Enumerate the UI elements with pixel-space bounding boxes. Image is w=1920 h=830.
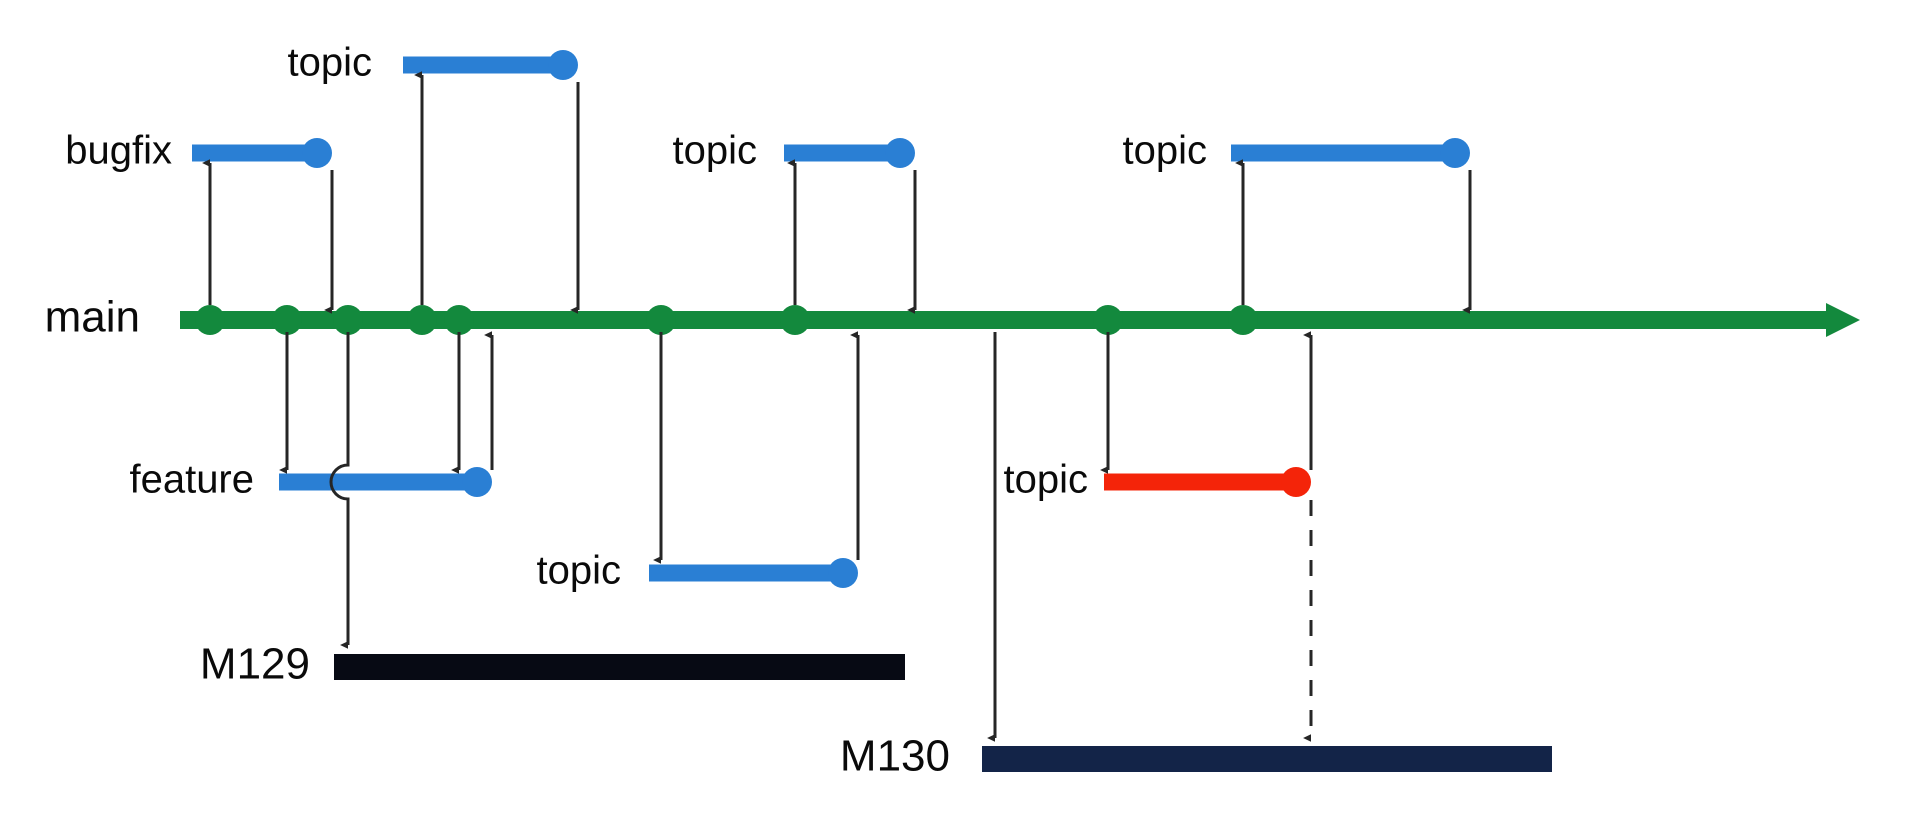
- topic-branch-mid-lower-tip-dot[interactable]: [828, 558, 858, 588]
- topic-branch-red-tip-dot[interactable]: [1281, 467, 1311, 497]
- feature-branch-tip-dot[interactable]: [462, 467, 492, 497]
- topic-branch-right-upper-line: [1231, 144, 1455, 162]
- main-commit-dot[interactable]: [1093, 305, 1123, 335]
- labels-group: main bugfix topic topic topic feature topic top…: [45, 41, 1207, 781]
- topic-branch-red-line: [1104, 473, 1296, 491]
- feature-branch-label: feature: [129, 458, 254, 502]
- arrow-main-to-m129: [329, 332, 350, 649]
- topic-branch-mid-upper-label: topic: [673, 129, 758, 173]
- topic-branch-mid-lower-label: topic: [537, 549, 622, 593]
- topic-branch-mid-lower-line: [649, 564, 843, 582]
- main-commit-dot[interactable]: [333, 305, 363, 335]
- main-commit-dot[interactable]: [444, 305, 474, 335]
- arrows-group: [202, 71, 1472, 742]
- milestone-m129-label: M129: [200, 640, 310, 689]
- topic-branch-top-label: topic: [288, 41, 373, 85]
- topic-branch-mid-upper-tip-dot[interactable]: [885, 138, 915, 168]
- main-commit-dot[interactable]: [1228, 305, 1258, 335]
- milestone-m130-bar: [982, 746, 1552, 772]
- bugfix-branch-tip-dot[interactable]: [302, 138, 332, 168]
- main-commit-dot[interactable]: [646, 305, 676, 335]
- milestone-m130-label: M130: [840, 732, 950, 781]
- branches-group: [192, 50, 1470, 588]
- feature-branch-line: [279, 473, 477, 491]
- main-branch-group: [180, 303, 1860, 337]
- main-branch-label: main: [45, 293, 140, 342]
- main-commit-dot[interactable]: [195, 305, 225, 335]
- bugfix-branch-label: bugfix: [65, 129, 172, 173]
- main-branch-arrowhead: [1826, 303, 1860, 337]
- milestone-m129-bar: [334, 654, 905, 680]
- main-commit-dot[interactable]: [780, 305, 810, 335]
- milestones-group: [334, 654, 1552, 772]
- topic-branch-top-line: [403, 56, 563, 74]
- bugfix-branch-line: [192, 144, 317, 162]
- main-branch-line: [180, 311, 1826, 329]
- main-commit-dot[interactable]: [407, 305, 437, 335]
- topic-branch-right-upper-tip-dot[interactable]: [1440, 138, 1470, 168]
- topic-branch-red-label: topic: [1004, 458, 1089, 502]
- main-commit-dot[interactable]: [272, 305, 302, 335]
- topic-branch-mid-upper-line: [784, 144, 900, 162]
- topic-branch-right-upper-label: topic: [1123, 129, 1208, 173]
- topic-branch-top-tip-dot[interactable]: [548, 50, 578, 80]
